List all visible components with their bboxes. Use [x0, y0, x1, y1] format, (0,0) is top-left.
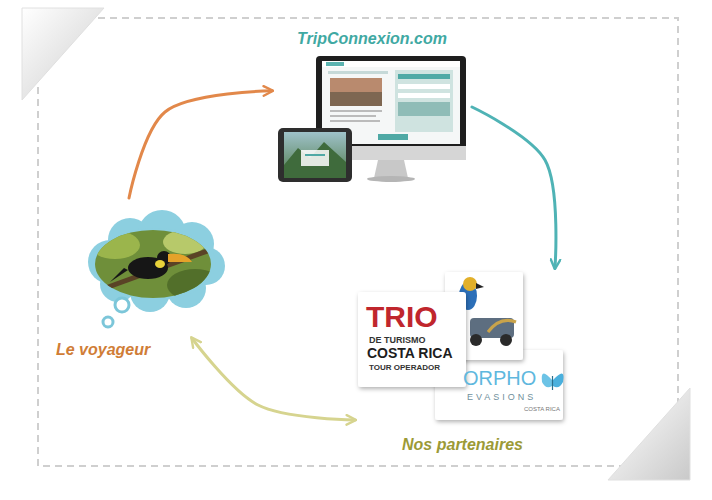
traveller-node: Le voyageur	[52, 198, 192, 363]
node-heading: Le voyageur	[56, 341, 150, 359]
logo-text: COSTA RICA	[367, 346, 453, 360]
partner-logos	[358, 272, 564, 420]
logo-text: EVASIONS	[467, 393, 536, 402]
flow-arrow	[192, 338, 355, 420]
thought-bubble	[88, 210, 225, 327]
logo-text: TOUR OPERADOR	[369, 364, 440, 372]
dashed-frame	[38, 18, 678, 466]
node-heading: Nos partenaires	[402, 436, 523, 454]
flow-arrow	[129, 91, 272, 198]
page-curl	[22, 8, 104, 100]
logo-text: DE TURISMO	[369, 336, 426, 345]
page-curl	[608, 388, 690, 480]
butterfly-icon	[542, 373, 564, 390]
tablet-illustration	[278, 128, 352, 182]
node-heading: TripConnexion.com	[297, 30, 447, 48]
logo-text: ORPHO	[463, 368, 536, 388]
flow-arrow	[472, 107, 556, 268]
logo-text: TRIO	[366, 302, 438, 332]
website-node: TripConnexion.com	[272, 26, 472, 188]
partners-node: Nos partenaires	[355, 268, 570, 458]
logo-text: COSTA RICA	[524, 406, 560, 412]
